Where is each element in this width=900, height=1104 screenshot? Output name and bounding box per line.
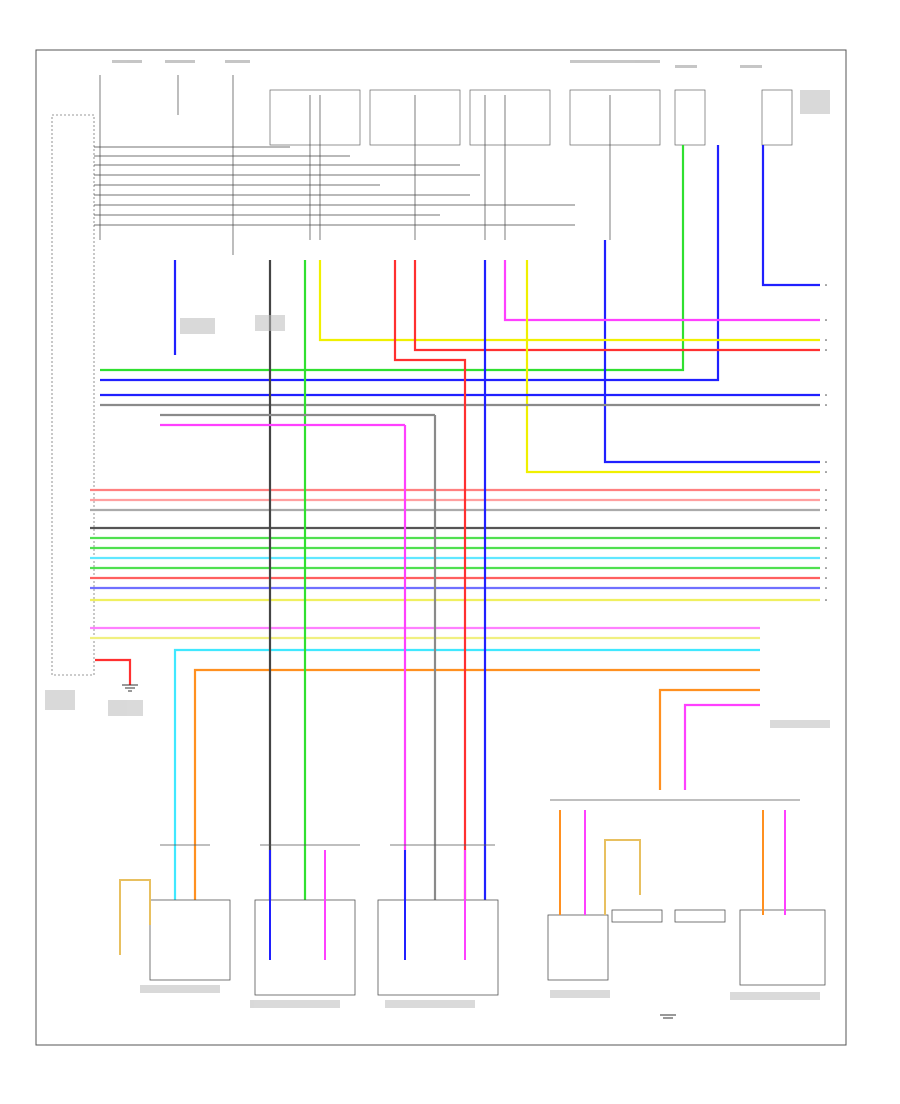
yellow-wire-1 — [318, 260, 820, 342]
red-ground-wire — [95, 658, 132, 685]
ground-junction — [122, 684, 676, 1019]
lower-stubs — [119, 810, 786, 960]
orange-wire-right — [658, 688, 760, 790]
wire-harness — [90, 145, 820, 900]
right-rear-window-switch-box — [377, 899, 499, 996]
stub-tan-2 — [604, 839, 641, 915]
passenger-window-motor-box — [739, 909, 826, 986]
top-relay-row — [269, 89, 793, 146]
cyan-wire-down — [173, 648, 760, 900]
blue-wire-2 — [100, 145, 720, 382]
orange-wire-down — [193, 668, 760, 900]
module-connector-a — [611, 909, 663, 923]
faint-labels — [45, 60, 830, 1008]
pink-wire-top — [503, 260, 820, 322]
left-rear-window-switch-box — [254, 899, 356, 996]
stub-tan — [119, 879, 151, 955]
module-connector-b — [674, 909, 726, 923]
front-door-control-switch-box — [149, 899, 231, 981]
relay-drops — [99, 75, 611, 255]
pink-wire-right — [683, 703, 760, 790]
main-ecu-box — [51, 114, 95, 676]
yellow-wire-2 — [525, 260, 820, 474]
diagram-border — [35, 49, 847, 1046]
top-bus-lines — [94, 146, 575, 226]
green-wire-1 — [100, 145, 685, 372]
red-wire-down — [393, 260, 467, 900]
blue-wire-top — [761, 145, 820, 287]
blue-wire-3 — [603, 240, 820, 464]
red-wire-1 — [413, 260, 820, 352]
left-door-control-switch-box — [547, 914, 609, 981]
right-edge-pins — [825, 284, 827, 601]
lower-modules — [149, 799, 826, 996]
